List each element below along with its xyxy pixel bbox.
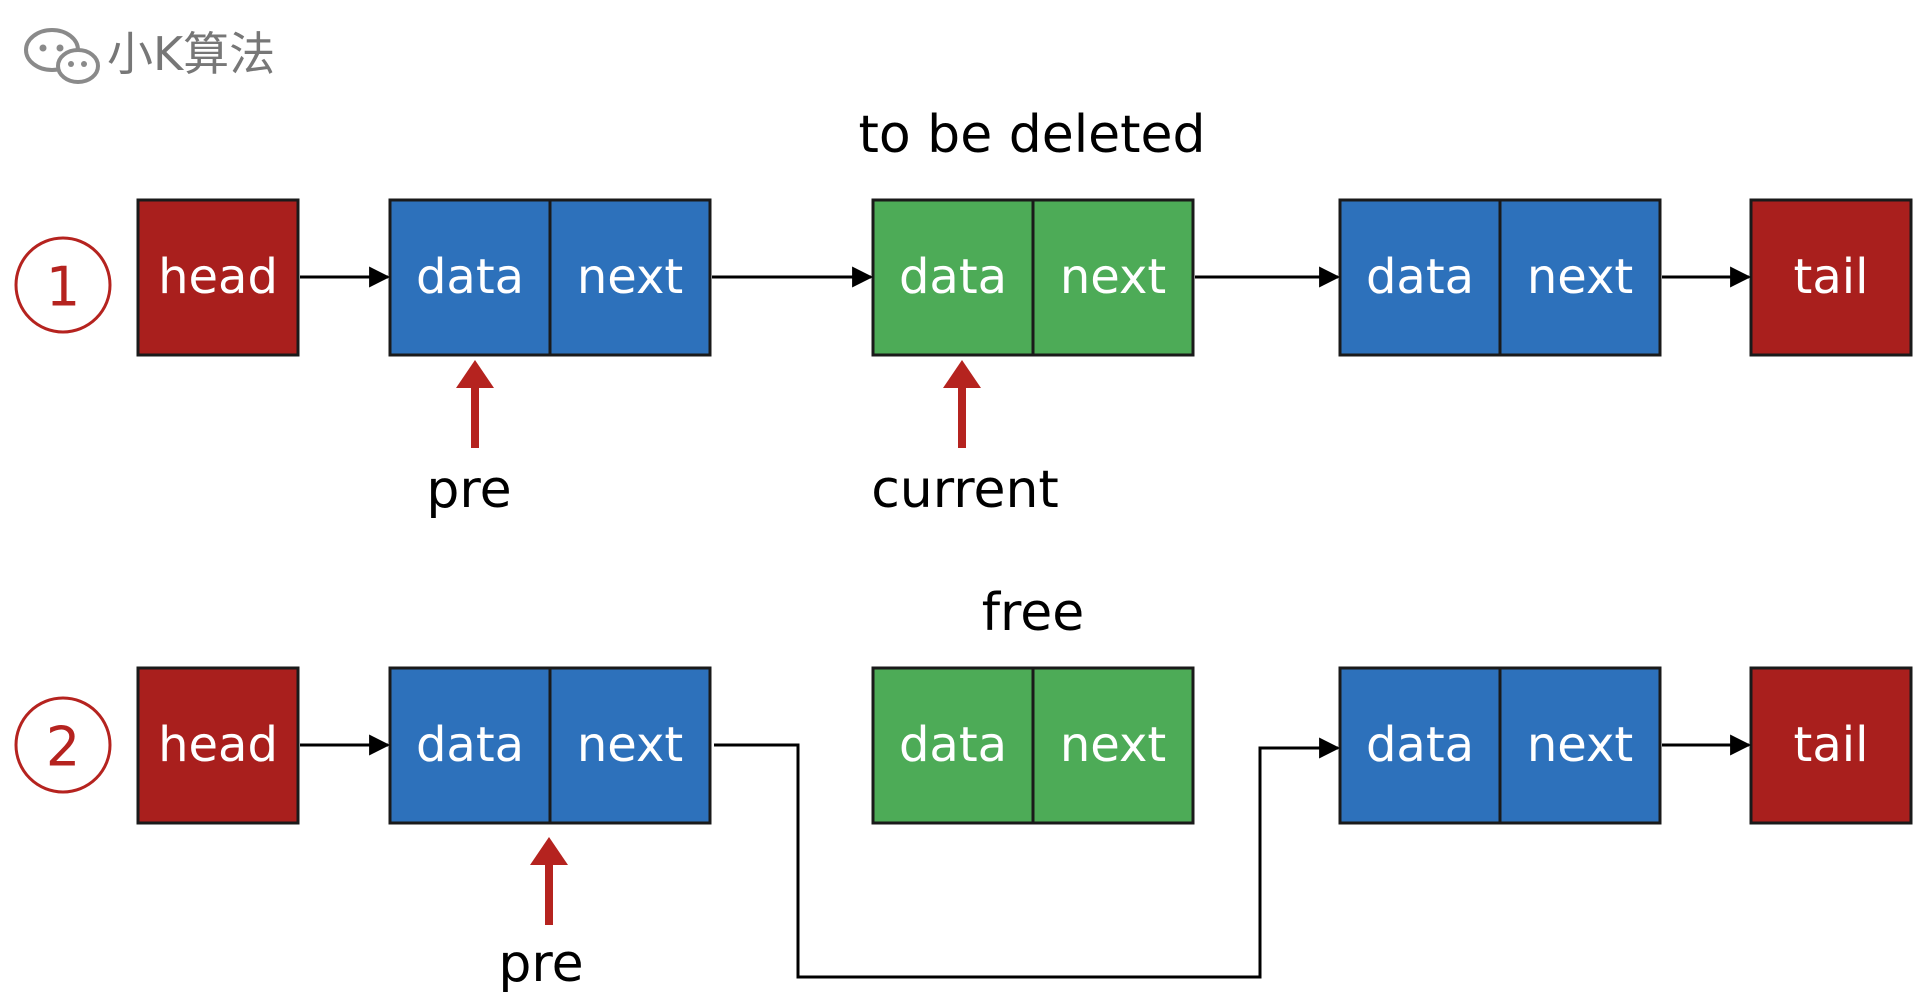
list-node: data next bbox=[1338, 198, 1662, 357]
head-node: head bbox=[136, 198, 300, 357]
head-node: head bbox=[136, 666, 300, 825]
target-caption: free bbox=[982, 583, 1085, 643]
pointer-pre: pre bbox=[426, 360, 512, 520]
list-node: data next bbox=[388, 198, 712, 357]
bypass-link-arrow bbox=[714, 737, 1341, 979]
head-label: head bbox=[158, 249, 278, 305]
next-label: next bbox=[577, 717, 683, 773]
data-label: data bbox=[416, 249, 524, 305]
tail-label: tail bbox=[1794, 249, 1869, 305]
pointer-label: current bbox=[871, 460, 1059, 520]
step-badge bbox=[14, 236, 112, 334]
pointer-label: pre bbox=[426, 460, 511, 520]
data-cell bbox=[1338, 666, 1502, 825]
freed-node: data next bbox=[871, 666, 1195, 825]
step-1: 1 to be deleted head data next data next… bbox=[14, 105, 1913, 520]
target-node: data next bbox=[871, 198, 1195, 357]
next-cell bbox=[1031, 666, 1195, 825]
step-2: 2 free head data next data next data nex… bbox=[14, 583, 1913, 994]
wechat-icon bbox=[24, 28, 100, 84]
pointer-arrow bbox=[471, 380, 479, 448]
data-cell bbox=[871, 666, 1035, 825]
list-node: data next bbox=[388, 666, 712, 825]
data-cell bbox=[1338, 198, 1502, 357]
data-label: data bbox=[899, 249, 1007, 305]
data-label: data bbox=[1366, 717, 1474, 773]
target-caption: to be deleted bbox=[858, 105, 1205, 165]
tail-node: tail bbox=[1749, 666, 1913, 825]
next-cell bbox=[1498, 666, 1662, 825]
next-label: next bbox=[1527, 249, 1633, 305]
data-label: data bbox=[416, 717, 524, 773]
pointer-arrow bbox=[545, 857, 553, 925]
next-cell bbox=[548, 198, 712, 357]
pointer-pre: pre bbox=[498, 837, 584, 994]
head-label: head bbox=[158, 717, 278, 773]
step-number: 1 bbox=[46, 256, 80, 319]
next-cell bbox=[1498, 198, 1662, 357]
brand-name: 小K算法 bbox=[107, 27, 275, 81]
data-cell bbox=[871, 198, 1035, 357]
step-number: 2 bbox=[46, 716, 80, 779]
data-label: data bbox=[1366, 249, 1474, 305]
tail-label: tail bbox=[1794, 717, 1869, 773]
step-badge bbox=[14, 696, 112, 794]
next-label: next bbox=[577, 249, 683, 305]
pointer-label: pre bbox=[498, 934, 583, 994]
next-label: next bbox=[1060, 717, 1166, 773]
data-label: data bbox=[899, 717, 1007, 773]
pointer-current: current bbox=[871, 360, 1059, 520]
next-cell bbox=[548, 666, 712, 825]
brand-header: 小K算法 bbox=[24, 27, 275, 84]
list-node: data next bbox=[1338, 666, 1662, 825]
next-label: next bbox=[1527, 717, 1633, 773]
tail-node: tail bbox=[1749, 198, 1913, 357]
pointer-arrow bbox=[958, 380, 966, 448]
next-cell bbox=[1031, 198, 1195, 357]
next-label: next bbox=[1060, 249, 1166, 305]
